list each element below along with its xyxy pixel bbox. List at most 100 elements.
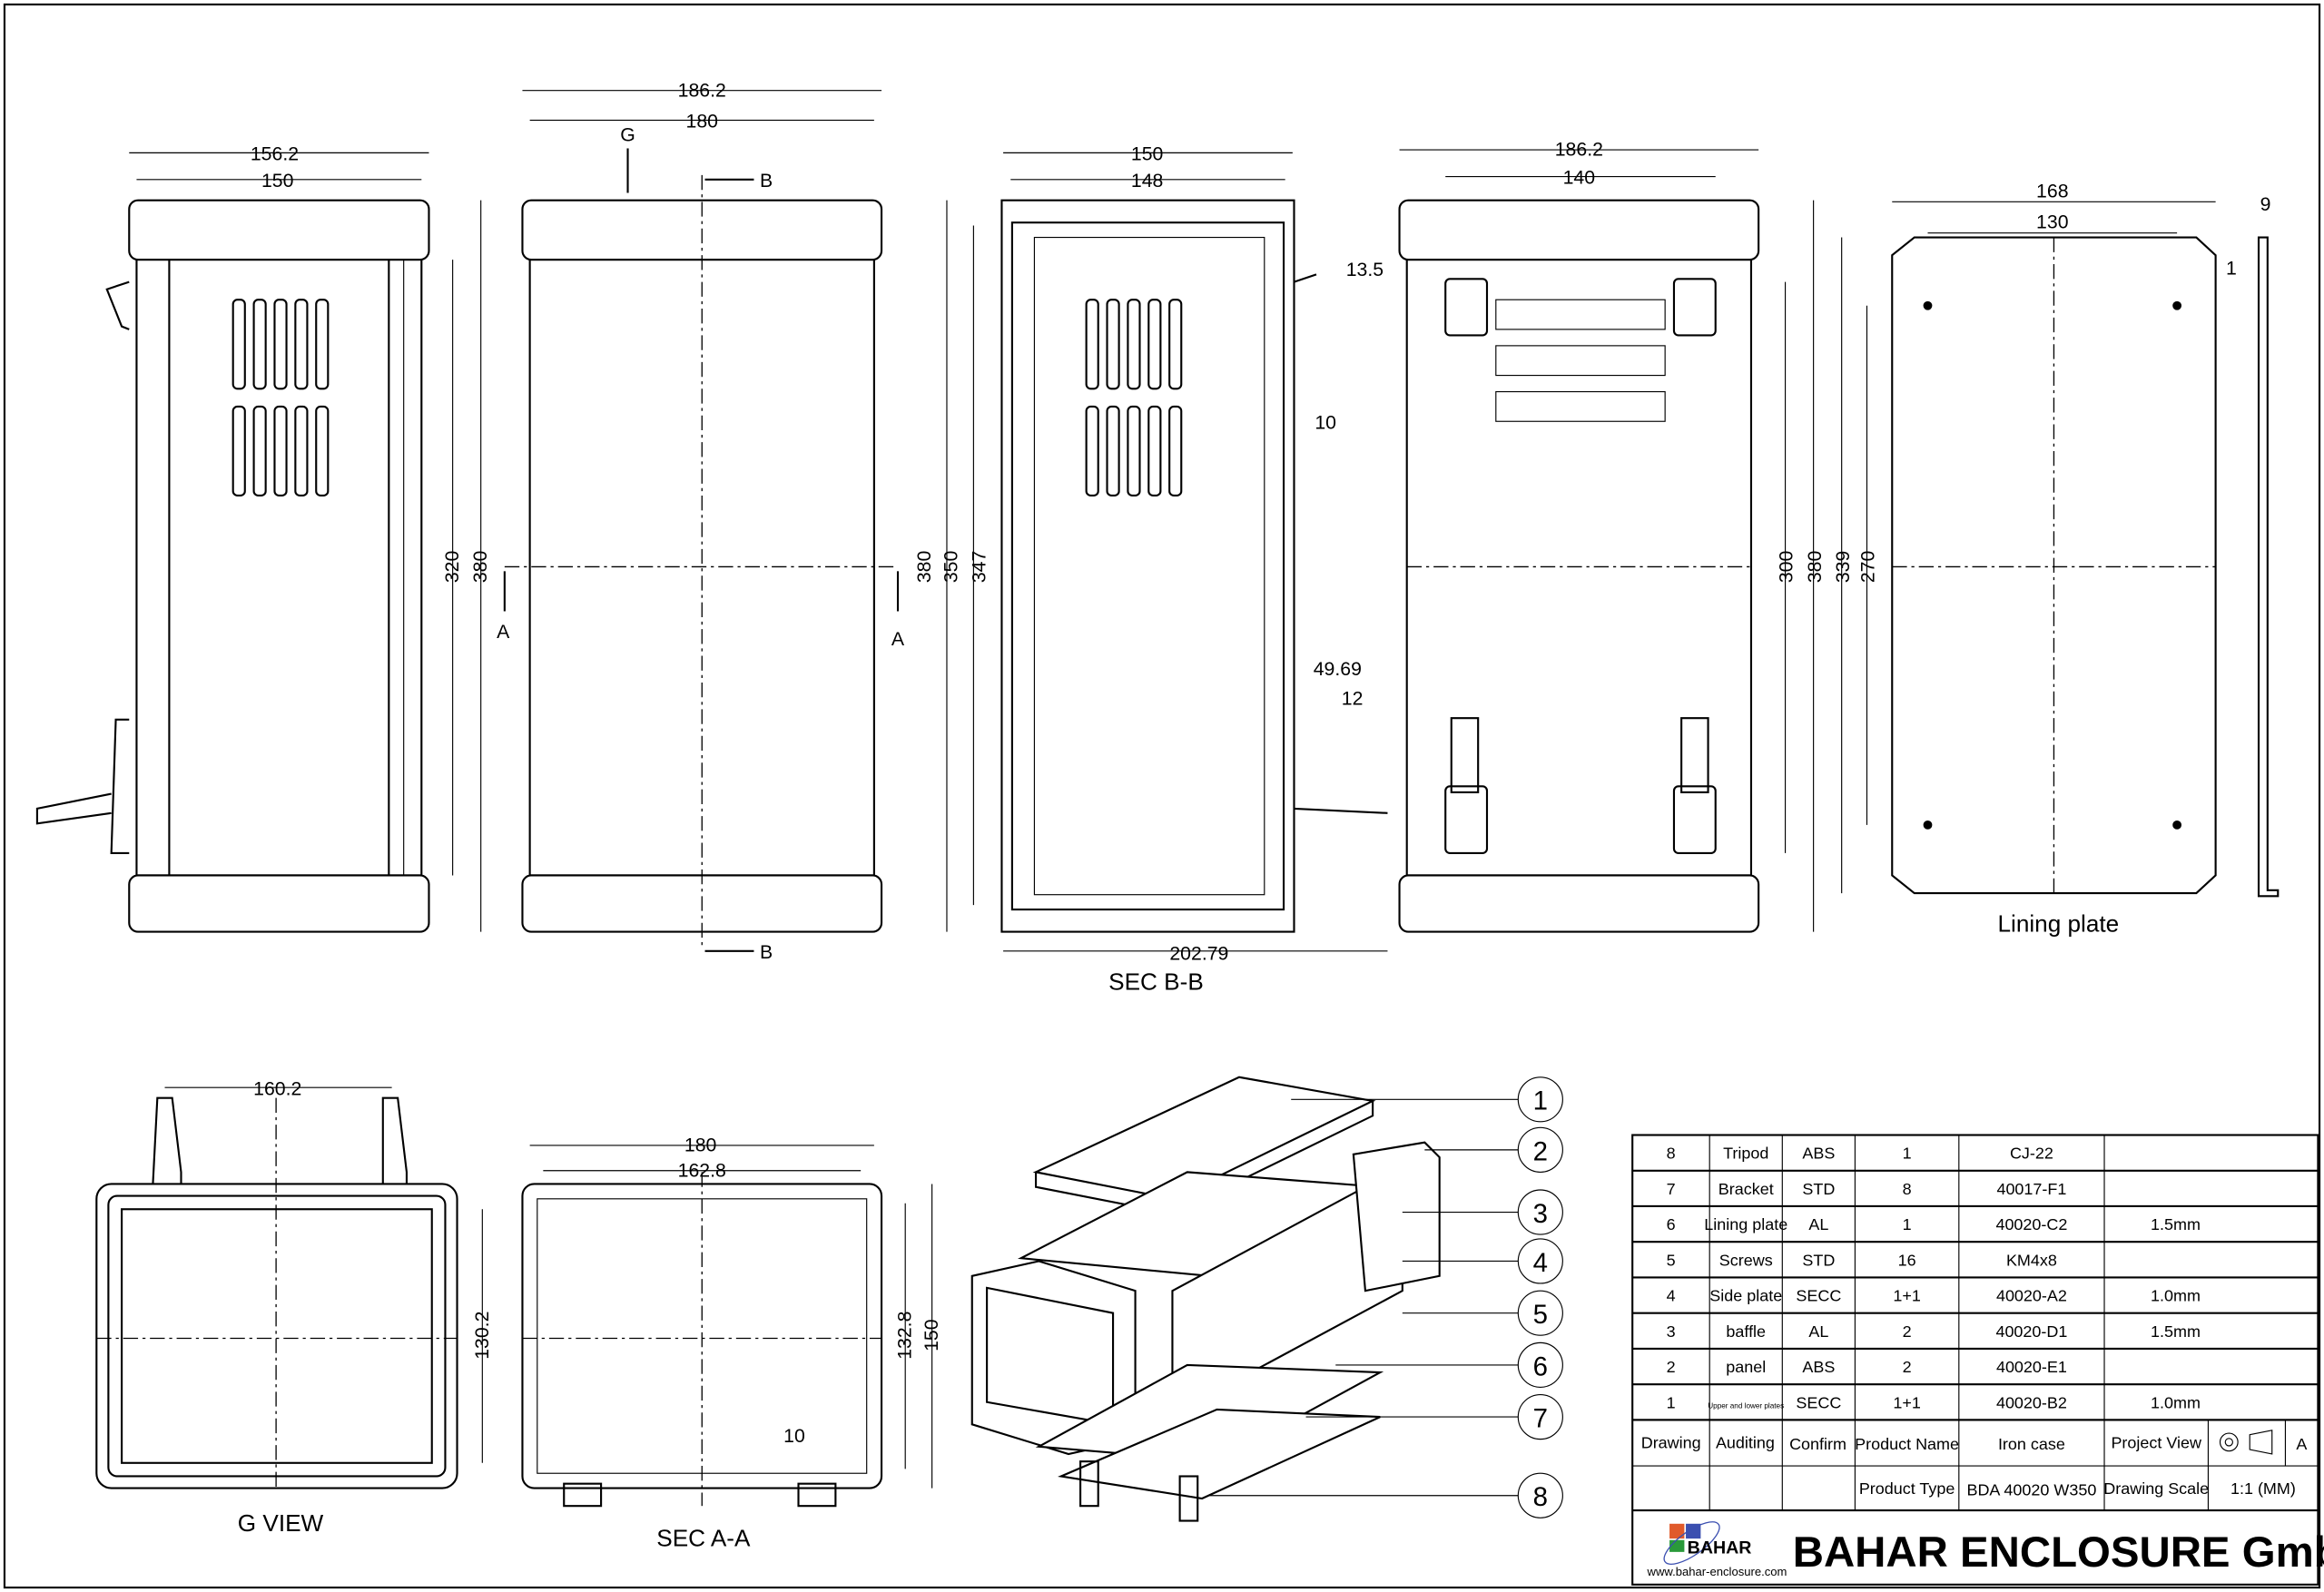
dim-350: 350 xyxy=(940,551,961,583)
bom-code: 40020-B2 xyxy=(1996,1393,2067,1411)
bom-note: 1.5mm xyxy=(2151,1322,2201,1341)
product-type: BDA 40020 W350 xyxy=(1966,1481,2096,1499)
dim-9: 9 xyxy=(2260,193,2271,215)
title-block: Drawing Auditing Confirm Product Name Ir… xyxy=(1631,1134,2324,1586)
bom-qty: 1+1 xyxy=(1893,1393,1920,1411)
svg-text:BAHAR: BAHAR xyxy=(1688,1538,1752,1558)
dim-300: 300 xyxy=(1776,551,1797,583)
bom-code: KM4x8 xyxy=(2006,1251,2057,1269)
auditing-label: Auditing xyxy=(1716,1433,1775,1451)
balloon-5: 5 xyxy=(1533,1300,1548,1330)
dim-156-2: 156.2 xyxy=(251,143,299,165)
bom-no: 1 xyxy=(1667,1393,1676,1411)
balloon-7: 7 xyxy=(1533,1404,1548,1434)
balloon-4: 4 xyxy=(1533,1248,1548,1278)
dim-380: 380 xyxy=(1804,551,1826,583)
dim-202-79: 202.79 xyxy=(1169,943,1228,965)
bom-code: 40020-D1 xyxy=(1995,1322,2067,1341)
dim-270: 270 xyxy=(1857,551,1879,583)
front-view: 156.2 150 320 380 xyxy=(35,143,491,933)
bom-qty: 1+1 xyxy=(1893,1287,1920,1305)
bom-qty: 1 xyxy=(1903,1145,1912,1163)
bom-mat: SECC xyxy=(1796,1393,1841,1411)
company-name: BAHAR ENCLOSURE GmbH xyxy=(1793,1528,2324,1577)
lining-plate-view: 168 130 9 1 339 270 Lining plate xyxy=(1832,180,2280,938)
bom-name: Bracket xyxy=(1718,1180,1774,1198)
dim-180: 180 xyxy=(684,1135,716,1156)
bom-no: 5 xyxy=(1667,1251,1676,1269)
bom-no: 8 xyxy=(1667,1145,1676,1163)
bom-name: Side plate xyxy=(1709,1287,1782,1305)
dim-12: 12 xyxy=(1342,687,1364,709)
dim-132-8: 132.8 xyxy=(894,1312,916,1360)
bom-mat: AL xyxy=(1808,1215,1828,1233)
bom-mat: STD xyxy=(1802,1180,1835,1198)
bom-mat: ABS xyxy=(1802,1358,1835,1376)
dim-150: 150 xyxy=(921,1319,942,1351)
dim-320: 320 xyxy=(441,551,463,583)
dim-1: 1 xyxy=(2226,257,2237,279)
bom-no: 2 xyxy=(1667,1358,1676,1376)
section-a-a: 180 162.8 132.8 150 10 SEC A-A xyxy=(521,1135,942,1551)
section-b-top: B xyxy=(760,170,773,192)
product-name: Iron case xyxy=(1998,1435,2065,1453)
dim-130-2: 130.2 xyxy=(471,1312,493,1360)
dim-13-5: 13.5 xyxy=(1346,259,1384,280)
bom-mat: AL xyxy=(1808,1322,1828,1341)
section-b-bottom: B xyxy=(760,941,773,963)
label-sec-a-a: SEC A-A xyxy=(656,1524,751,1551)
bom-name: panel xyxy=(1726,1358,1766,1376)
bom-name: Upper and lower plates xyxy=(1708,1401,1784,1410)
dim-49-69: 49.69 xyxy=(1314,658,1362,680)
balloon-8: 8 xyxy=(1533,1482,1548,1512)
bom-name: Tripod xyxy=(1723,1145,1768,1163)
bom-name: baffle xyxy=(1726,1322,1766,1341)
bom-qty: 16 xyxy=(1898,1251,1916,1269)
dim-380: 380 xyxy=(469,551,491,583)
dim-339: 339 xyxy=(1832,551,1854,583)
dim-150: 150 xyxy=(261,170,293,192)
bom-qty: 8 xyxy=(1903,1180,1912,1198)
dim-168: 168 xyxy=(2036,180,2068,201)
bom-row: 5 Screws STD 16 KM4x8 xyxy=(1631,1242,2319,1279)
bom-code: CJ-22 xyxy=(2010,1145,2053,1163)
label-lining-plate: Lining plate xyxy=(1997,910,2119,938)
project-view-label: Project View xyxy=(2111,1433,2202,1451)
dim-148: 148 xyxy=(1131,170,1163,192)
bom-qty: 2 xyxy=(1903,1322,1912,1341)
bom-note: 1.0mm xyxy=(2151,1393,2201,1411)
bom-name: Screws xyxy=(1719,1251,1773,1269)
projection-symbol-icon xyxy=(2219,1430,2273,1455)
section-a-left: A xyxy=(497,621,510,643)
rear-view: 186.2 140 300 380 xyxy=(1398,139,1826,933)
bom-code: 40017-F1 xyxy=(1996,1180,2066,1198)
dim-150: 150 xyxy=(1131,143,1163,165)
website: www.bahar-enclosure.com xyxy=(1647,1565,1787,1578)
balloon-2: 2 xyxy=(1533,1136,1548,1166)
product-type-label: Product Type xyxy=(1859,1479,1955,1498)
dim-180: 180 xyxy=(686,111,718,133)
bom-note: 1.0mm xyxy=(2151,1287,2201,1305)
label-g-view: G VIEW xyxy=(238,1509,324,1537)
bom-mat: STD xyxy=(1802,1251,1835,1269)
drawing-label: Drawing xyxy=(1641,1433,1701,1451)
dim-10: 10 xyxy=(1315,411,1336,433)
dim-162-8: 162.8 xyxy=(678,1159,726,1181)
bom-name: Lining plate xyxy=(1704,1215,1787,1233)
confirm-label: Confirm xyxy=(1789,1435,1846,1453)
bom-code: 40020-A2 xyxy=(1996,1287,2067,1305)
dim-186-2: 186.2 xyxy=(1555,139,1603,161)
drawing-scale-label: Drawing Scale xyxy=(2103,1479,2209,1498)
side-view: 186.2 180 G B B A A xyxy=(497,79,905,963)
bom-no: 4 xyxy=(1667,1287,1676,1305)
dim-130: 130 xyxy=(2036,211,2068,233)
dim-140: 140 xyxy=(1563,167,1595,189)
bom-note: 1.5mm xyxy=(2151,1215,2201,1233)
dim-186-2: 186.2 xyxy=(678,79,726,101)
